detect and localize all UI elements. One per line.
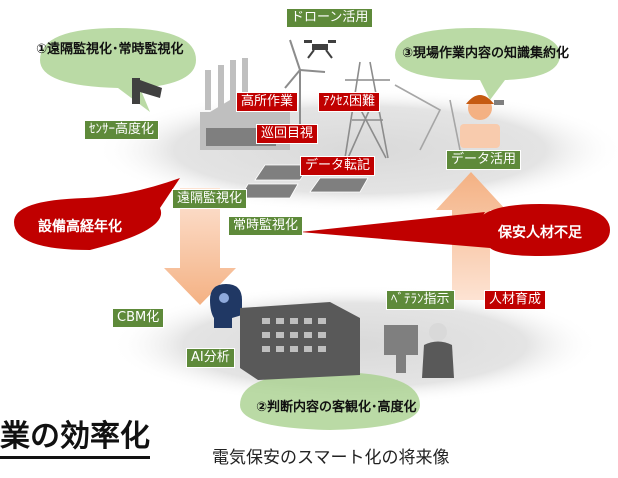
figure-caption: 電気保安のスマート化の将来像 <box>212 448 450 468</box>
label-constant: 常時監視化 <box>228 216 304 236</box>
label-cbm: CBM化 <box>112 308 165 328</box>
office-worker-icon <box>384 323 454 378</box>
bubble-judgment <box>240 372 420 430</box>
label-access: ｱｸｾｽ困難 <box>318 92 381 112</box>
ai-head-icon <box>210 284 242 328</box>
wind-turbine-icon <box>284 39 326 140</box>
callout-aging-text: 設備高経年化 <box>38 219 122 235</box>
callout-shortage-text: 保安人材不足 <box>498 225 582 241</box>
label-patrol: 巡回目視 <box>256 124 319 144</box>
label-data-use: データ活用 <box>446 150 522 170</box>
callout-aging <box>14 178 180 250</box>
label-data-transfer: データ転記 <box>300 156 376 176</box>
title-remote-monitoring: ①遠隔監視化･常時監視化 <box>36 42 184 57</box>
title-knowledge: ③現場作業内容の知識集約化 <box>402 46 570 61</box>
worker-icon <box>460 95 504 148</box>
label-veteran: ﾍﾞﾃﾗﾝ指示 <box>386 290 455 310</box>
building-icon <box>240 302 360 380</box>
label-high-work: 高所作業 <box>236 92 299 112</box>
title-judgment: ②判断内容の客観化･高度化 <box>256 400 417 415</box>
drone-icon <box>304 40 336 59</box>
label-ai: AI分析 <box>186 348 235 368</box>
label-hr-training: 人材育成 <box>484 290 547 310</box>
bubble-knowledge <box>395 28 560 100</box>
callout-shortage <box>300 204 610 256</box>
label-sensor: ｾﾝｻｰ高度化 <box>84 120 160 140</box>
bubble-remote <box>40 28 196 112</box>
arrow-down <box>164 188 236 305</box>
page-heading: 業の効率化 <box>0 418 150 459</box>
label-drone: ドローン活用 <box>286 8 374 28</box>
camera-icon <box>132 78 162 104</box>
label-remote: 遠隔監視化 <box>172 189 248 209</box>
